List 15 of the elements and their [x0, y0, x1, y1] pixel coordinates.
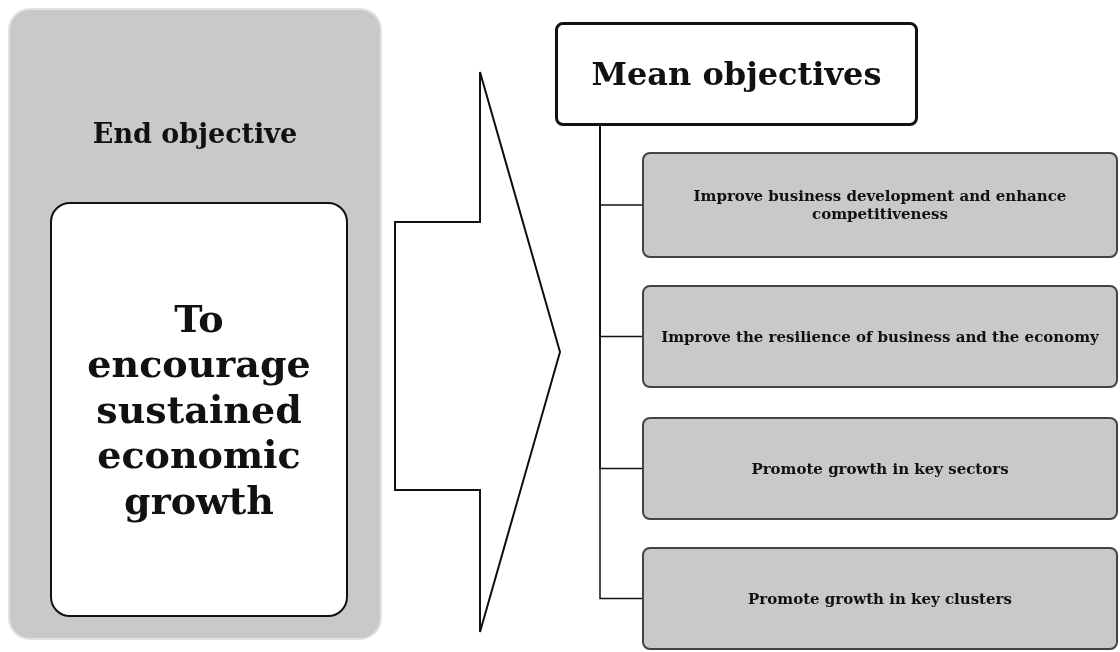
panel-heading: End objective	[91, 118, 299, 151]
objective-box	[50, 202, 348, 617]
box-text: Improve business development and enhance competitiveness	[692, 187, 1068, 223]
objective-box	[642, 152, 1118, 258]
box-text: Mean objectives	[590, 54, 883, 94]
objective-box	[642, 417, 1118, 520]
box-text: To encourage sustained economic growth	[86, 295, 312, 524]
objective-box	[642, 547, 1118, 650]
objective-box	[642, 285, 1118, 388]
box-text: Promote growth in key clusters	[747, 589, 1013, 608]
box-text: Promote growth in key sectors	[750, 459, 1010, 478]
box-text: Improve the resilience of business and the economy	[660, 327, 1100, 346]
heading-box	[555, 22, 918, 126]
objective-panel	[8, 8, 382, 640]
block-arrow	[394, 71, 562, 633]
